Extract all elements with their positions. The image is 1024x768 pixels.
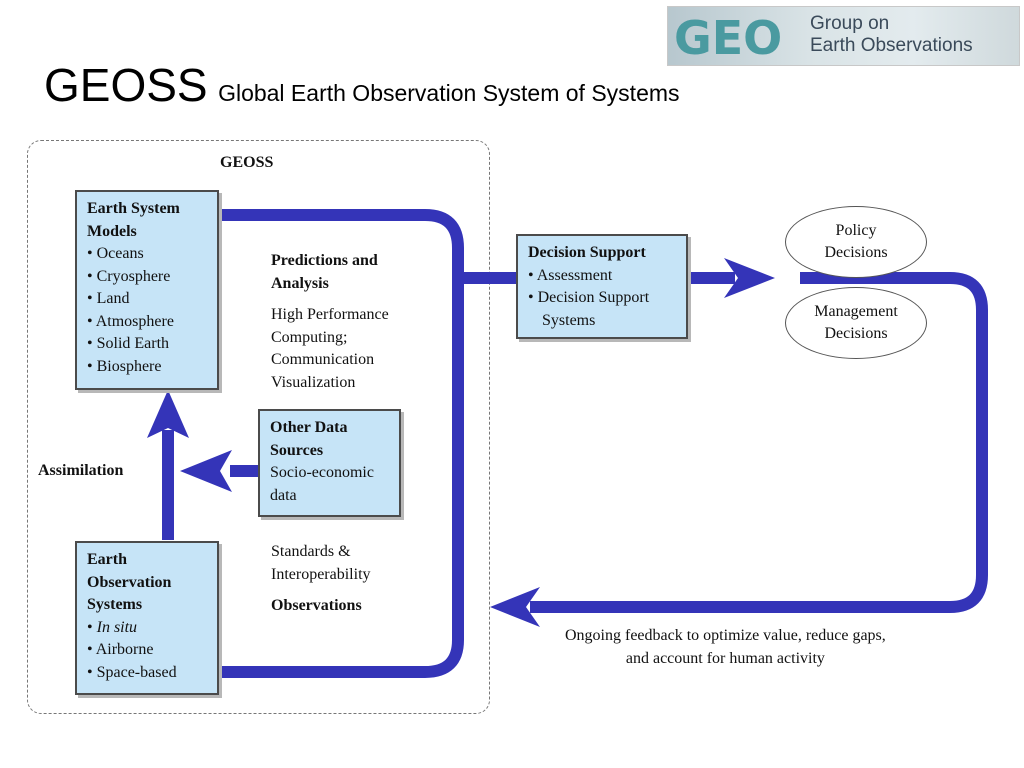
obs-title-line1: Earth — [87, 551, 127, 568]
feedback-caption: Ongoing feedback to optimize value, redu… — [565, 625, 886, 670]
arrowhead-assimilation — [147, 390, 189, 438]
other-data-title-line2: Sources — [270, 441, 324, 459]
geo-logo-lettering: GEO — [674, 11, 782, 65]
predictions-heading-line2: Analysis — [271, 274, 329, 292]
management-line2: Decisions — [824, 325, 888, 342]
obs-item: • Space-based — [87, 663, 177, 681]
models-item: • Solid Earth — [87, 335, 170, 352]
policy-line2: Decisions — [824, 244, 888, 261]
obs-title-line3: Systems — [87, 596, 143, 613]
predictions-line: Visualization — [271, 373, 356, 391]
obs-item-in-situ: • In situ — [87, 617, 207, 640]
slide-title: GEOSS Global Earth Observation System of… — [44, 58, 680, 112]
observations-label: Observations — [271, 597, 362, 614]
policy-line1: Policy — [835, 221, 877, 239]
other-data-line: data — [270, 486, 297, 504]
models-item: • Oceans — [87, 245, 144, 262]
earth-observation-systems-box: Earth Observation Systems • In situ • Ai… — [75, 541, 219, 695]
policy-decisions-ellipse: Policy Decisions — [785, 206, 927, 278]
geoss-frame-label: GEOSS — [220, 154, 274, 171]
decision-title: Decision Support — [528, 244, 646, 261]
standards-line1: Standards & — [271, 543, 351, 560]
predictions-line: High Performance — [271, 306, 389, 323]
geo-logo: GEO Group on Earth Observations — [667, 6, 1020, 66]
title-subtitle: Global Earth Observation System of Syste… — [218, 80, 680, 106]
feedback-line2: and account for human activity — [625, 649, 825, 667]
predictions-line: Communication — [271, 351, 375, 368]
other-data-sources-box: Other Data Sources Socio-economic data — [258, 409, 401, 517]
other-data-line: Socio-economic — [270, 464, 374, 481]
other-data-title-line1: Other Data — [270, 419, 348, 436]
logo-line1: Group on — [810, 13, 890, 34]
obs-in-situ-text: In situ — [96, 618, 138, 636]
management-line1: Management — [814, 302, 898, 320]
obs-title-line2: Observation — [87, 573, 172, 591]
management-decisions-ellipse: Management Decisions — [785, 287, 927, 359]
assimilation-label: Assimilation — [38, 462, 124, 479]
decision-item-continued: Systems — [542, 311, 596, 329]
models-title-line1: Earth System — [87, 200, 180, 217]
arrowhead-decisions — [724, 258, 775, 298]
decision-item: • Decision Support — [528, 289, 650, 306]
geoss-frame — [27, 140, 490, 714]
decision-item: • Assessment — [528, 266, 613, 284]
logo-line2: Earth Observations — [810, 35, 973, 56]
standards-block: Standards & Interoperability Observation… — [271, 541, 371, 618]
predictions-line: Computing; — [271, 328, 348, 346]
arrowhead-other-data — [180, 450, 232, 492]
arrowhead-feedback — [490, 587, 540, 627]
predictions-block: Predictions and Analysis High Performanc… — [271, 250, 389, 394]
models-title-line2: Models — [87, 222, 137, 240]
decision-support-box: Decision Support • Assessment • Decision… — [516, 234, 688, 339]
models-item: • Land — [87, 290, 130, 307]
predictions-heading-line1: Predictions and — [271, 252, 378, 269]
models-item: • Biosphere — [87, 357, 162, 375]
obs-item: • Airborne — [87, 641, 154, 658]
obs-bullet: • — [87, 618, 97, 636]
feedback-loop-flow — [530, 272, 988, 613]
standards-line2: Interoperability — [271, 565, 371, 583]
models-item: • Cryosphere — [87, 267, 171, 285]
feedback-line1: Ongoing feedback to optimize value, redu… — [565, 627, 886, 644]
logo-text: Group on Earth Observations — [810, 13, 973, 57]
title-main: GEOSS — [44, 59, 208, 111]
earth-system-models-box: Earth System Models • Oceans • Cryospher… — [75, 190, 219, 390]
models-item: • Atmosphere — [87, 312, 174, 330]
geo-logo-mark: GEO — [674, 11, 782, 65]
models-output-flow — [218, 209, 464, 678]
